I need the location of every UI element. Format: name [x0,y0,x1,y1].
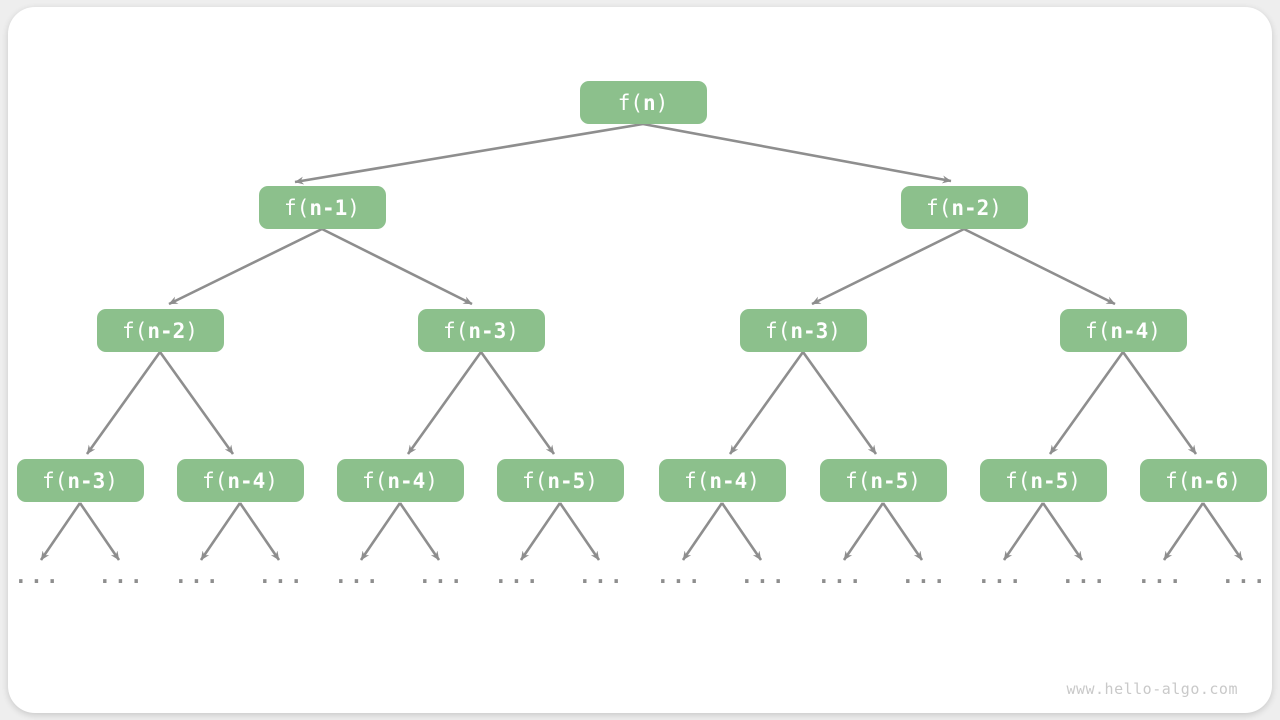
node-label: f( [1085,318,1111,343]
tree-node-fn-2: f(n-2) [900,186,1028,229]
node-label: f( [765,318,791,343]
node-label: ) [828,318,841,343]
node-arg: n-5 [1030,468,1069,493]
node-label: ) [506,318,519,343]
node-label: f( [443,318,469,343]
node-arg: n-4 [709,468,748,493]
node-label: ) [105,468,118,493]
ellipsis-leaf: ... [1137,564,1185,588]
node-arg: n-3 [468,318,507,343]
node-label: ) [655,90,669,115]
tree-node-fn-2: f(n-2) [96,309,224,352]
node-label: ) [1228,468,1241,493]
ellipsis-leaf: ... [578,564,626,588]
node-arg: n-2 [147,318,186,343]
ellipsis-leaf: ... [334,564,382,588]
ellipsis-leaf: ... [494,564,542,588]
ellipsis-leaf: ... [817,564,865,588]
node-arg: n-4 [1110,318,1149,343]
tree-node-fn-3: f(n-3) [16,459,144,502]
ellipsis-leaf: ... [901,564,949,588]
node-label: f( [617,90,643,115]
node-label: ) [347,195,360,220]
tree-node-fn-5: f(n-5) [819,459,947,502]
watermark: www.hello-algo.com [1066,680,1238,698]
node-label: ) [1148,318,1161,343]
ellipsis-leaf: ... [174,564,222,588]
ellipsis-leaf: ... [1221,564,1269,588]
tree-node-fn-6: f(n-6) [1139,459,1267,502]
node-label: f( [202,468,228,493]
node-label: ) [185,318,198,343]
tree-node-fn-4: f(n-4) [1059,309,1187,352]
ellipsis-leaf: ... [656,564,704,588]
tree-node-fn-5: f(n-5) [496,459,624,502]
ellipsis-leaf: ... [258,564,306,588]
node-label: f( [522,468,548,493]
tree-node-fn-3: f(n-3) [739,309,867,352]
ellipsis-leaf: ... [977,564,1025,588]
tree-node-fn-3: f(n-3) [417,309,545,352]
node-arg: n-1 [309,195,348,220]
node-label: ) [425,468,438,493]
node-label: ) [1068,468,1081,493]
node-label: f( [1005,468,1031,493]
node-label: ) [747,468,760,493]
ellipsis-leaf: ... [98,564,146,588]
node-arg: n-5 [870,468,909,493]
node-arg: n-3 [67,468,106,493]
tree-node-fn-4: f(n-4) [336,459,464,502]
node-arg: n-4 [387,468,426,493]
ellipsis-leaf: ... [14,564,62,588]
node-label: ) [908,468,921,493]
node-label: f( [122,318,148,343]
tree-node-fn-1: f(n-1) [258,186,386,229]
node-label: ) [265,468,278,493]
node-arg: n-6 [1190,468,1229,493]
node-label: f( [684,468,710,493]
node-label: f( [362,468,388,493]
tree-node-fn-4: f(n-4) [658,459,786,502]
node-arg: n-5 [547,468,586,493]
node-label: f( [42,468,68,493]
ellipsis-leaf: ... [418,564,466,588]
node-arg: n-4 [227,468,266,493]
node-label: f( [1165,468,1191,493]
node-label: f( [926,195,952,220]
ellipsis-leaf: ... [1061,564,1109,588]
tree-node-fn-5: f(n-5) [979,459,1107,502]
node-label: ) [585,468,598,493]
node-arg: n-2 [951,195,990,220]
node-label: ) [989,195,1002,220]
ellipsis-leaf: ... [740,564,788,588]
tree-node-fn: f(n) [579,81,707,124]
node-label: f( [284,195,310,220]
tree-node-fn-4: f(n-4) [176,459,304,502]
node-label: f( [845,468,871,493]
node-arg: n [642,90,656,115]
node-arg: n-3 [790,318,829,343]
